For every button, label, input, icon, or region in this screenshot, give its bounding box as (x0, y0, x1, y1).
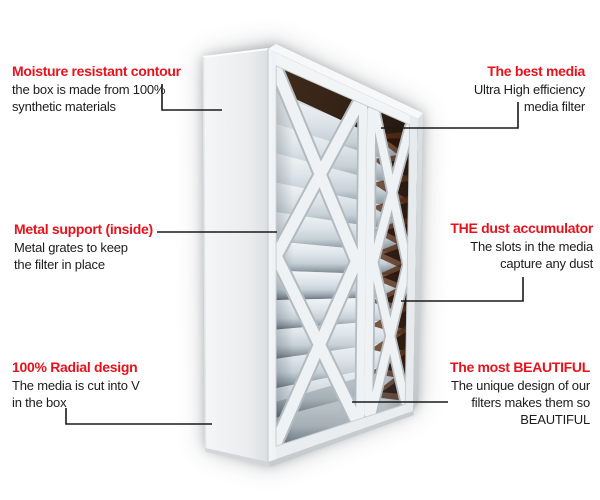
callout-lines (65, 84, 524, 425)
label-heading: THE dust accumulator (450, 220, 593, 236)
label-most-beautiful: The most BEAUTIFUL The unique design of … (450, 359, 590, 428)
label-body: The media is cut into V in the box (12, 378, 140, 410)
label-body: the box is made from 100% synthetic mate… (12, 82, 166, 114)
filter-right-edge (413, 113, 423, 411)
filter-top-edge (268, 44, 423, 119)
label-radial-design: 100% Radial design The media is cut into… (12, 359, 140, 411)
label-metal-support: Metal support (inside) Metal grates to k… (14, 221, 153, 273)
label-best-media: The best media Ultra High efficiency med… (474, 63, 585, 115)
filter-box (202, 44, 423, 467)
label-heading: Metal support (inside) (14, 221, 153, 237)
label-heading: Moisture resistant contour (12, 63, 181, 79)
callout-line-moisture (161, 84, 222, 111)
label-heading: The best media (487, 63, 585, 79)
label-moisture-resistant-contour: Moisture resistant contour the box is ma… (12, 63, 181, 115)
label-body: The unique design of our filters makes t… (450, 378, 590, 427)
label-body: Ultra High efficiency media filter (473, 82, 585, 114)
callout-line-best-media (381, 102, 519, 129)
callout-line-radial (65, 408, 212, 425)
filter-frame-border (267, 49, 418, 462)
callout-line-dust-accumulator (401, 277, 524, 302)
filter-side-panel (203, 49, 268, 462)
label-body: Metal grates to keep the filter in place (14, 240, 128, 272)
label-heading: 100% Radial design (12, 359, 138, 375)
filter-support-grid (268, 61, 416, 451)
label-body: The slots in the media capture any dust (470, 239, 593, 271)
label-dust-accumulator: THE dust accumulator The slots in the me… (450, 220, 593, 272)
label-heading: The most BEAUTIFUL (449, 359, 590, 375)
